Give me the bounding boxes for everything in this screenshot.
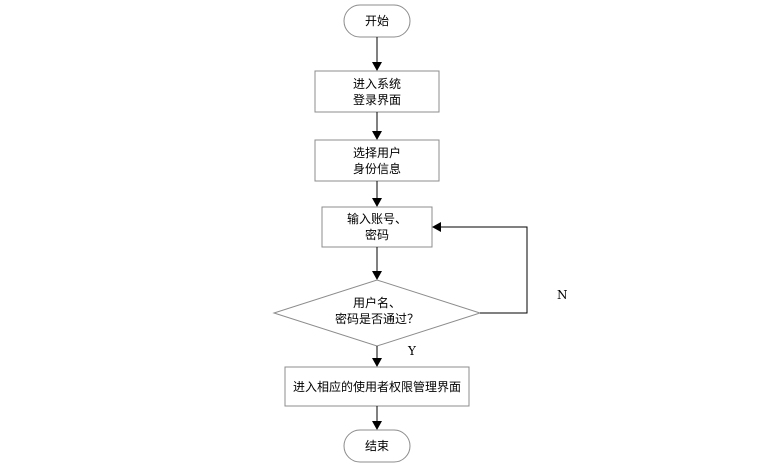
- arrowhead-credentials-to-decision: [372, 271, 382, 280]
- start-node-label: 开始: [365, 14, 389, 28]
- permission-management-step-label: 进入相应的使用者权限管理界面: [293, 379, 461, 394]
- credentials-check-decision-line2: 密码是否通过？: [335, 311, 419, 326]
- credentials-check-decision-line1: 用户名、: [353, 295, 401, 310]
- arrowhead-identity-to-credentials: [372, 198, 382, 207]
- arrowhead-decision-yes: [372, 358, 382, 367]
- arrowhead-start-to-login: [372, 62, 382, 71]
- arrowhead-login-to-identity: [372, 131, 382, 140]
- enter-login-step-line2: 登录界面: [353, 92, 401, 107]
- select-identity-step-line1: 选择用户: [353, 145, 401, 160]
- yes-branch-label: Y: [407, 344, 417, 358]
- arrowhead-decision-no-loop: [432, 222, 441, 232]
- end-node-label: 结束: [365, 439, 389, 453]
- enter-credentials-step-line1: 输入账号、: [347, 211, 407, 226]
- permission-management-step: [284, 366, 470, 407]
- connector-decision-no-loop: [441, 226, 528, 314]
- no-branch-label: N: [557, 288, 568, 302]
- enter-login-step: [314, 70, 440, 113]
- enter-credentials-step-line2: 密码: [365, 227, 389, 242]
- arrowhead-management-to-end: [372, 421, 382, 430]
- select-identity-step-line2: 身份信息: [353, 161, 401, 176]
- enter-login-step-line1: 进入系统: [353, 77, 401, 91]
- end-node: [343, 429, 411, 463]
